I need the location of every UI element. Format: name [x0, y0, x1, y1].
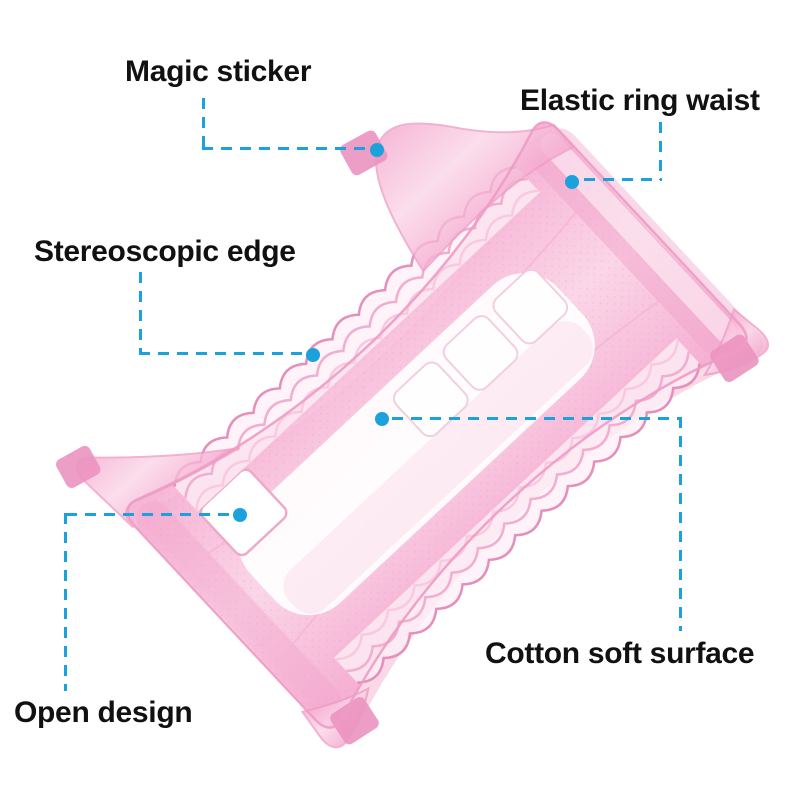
magic-sticker-leader-vertical — [202, 98, 205, 150]
cotton-soft-surface-pointer-dot — [375, 412, 389, 426]
label-stereoscopic-edge: Stereoscopic edge — [34, 235, 296, 268]
label-elastic-ring-waist: Elastic ring waist — [520, 84, 760, 117]
open-design-leader-horizontal — [66, 513, 234, 516]
cotton-soft-surface-leader-vertical — [679, 417, 682, 631]
open-design-pointer-dot — [233, 508, 247, 522]
elastic-ring-waist-leader-horizontal — [584, 178, 662, 181]
magic-sticker-leader-horizontal — [202, 147, 372, 150]
label-open-design: Open design — [14, 696, 193, 729]
elastic-ring-waist-pointer-dot — [565, 175, 579, 189]
magic-sticker-pointer-dot — [370, 143, 384, 157]
stereoscopic-edge-leader-vertical — [139, 272, 142, 354]
label-magic-sticker: Magic sticker — [125, 55, 312, 88]
stereoscopic-edge-pointer-dot — [306, 348, 320, 362]
cotton-soft-surface-leader-horizontal — [392, 417, 682, 420]
label-cotton-soft-surface: Cotton soft surface — [485, 637, 755, 670]
open-design-leader-vertical — [64, 513, 67, 691]
stereoscopic-edge-leader-horizontal — [139, 352, 307, 355]
elastic-ring-waist-leader-vertical — [659, 122, 662, 180]
